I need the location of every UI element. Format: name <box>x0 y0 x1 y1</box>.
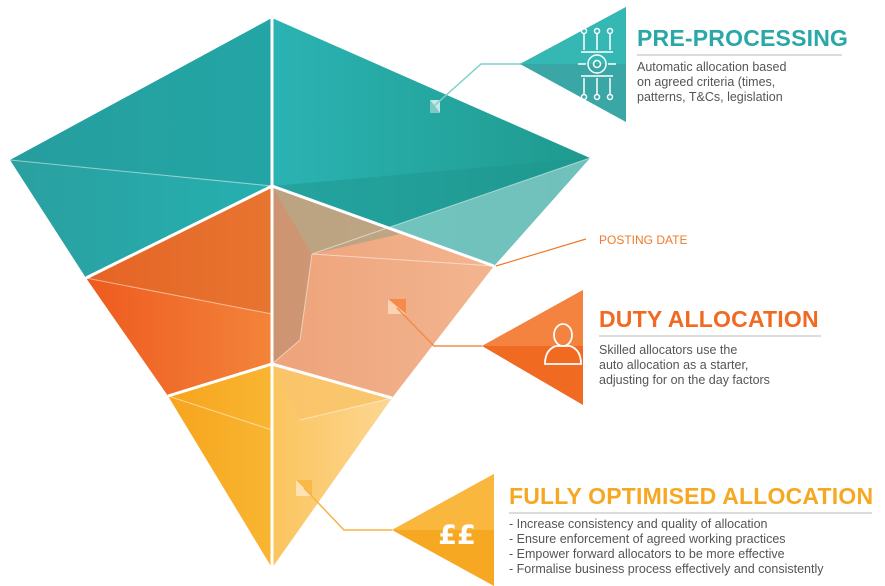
posting-date-label: POSTING DATE <box>599 233 688 247</box>
description-line: adjusting for on the day factors <box>599 373 770 387</box>
tier-mid-top-shade <box>272 186 400 254</box>
connector-duty-allocation <box>396 307 482 347</box>
stage-description-fully-optimised: - Increase consistency and quality of al… <box>509 517 824 577</box>
pounds-icon: ££ <box>438 520 476 551</box>
description-line: Automatic allocation based <box>637 60 787 74</box>
title-underline <box>637 54 842 56</box>
tier-fully-optimised <box>168 364 392 568</box>
description-line: - Formalise business process effectively… <box>509 562 824 576</box>
process-network-icon <box>578 27 616 101</box>
description-line: - Ensure enforcement of agreed working p… <box>509 532 786 546</box>
description-line: - Empower forward allocators to be more … <box>509 547 785 561</box>
title-underline <box>509 512 872 514</box>
tier-duty-allocation <box>86 186 494 398</box>
stage-title-fully-optimised: FULLY OPTIMISED ALLOCATION <box>509 483 874 509</box>
description-line: Skilled allocators use the <box>599 343 738 357</box>
callout-fully-optimised: ££ <box>392 474 494 586</box>
tier-mid-inner-shade <box>272 186 312 364</box>
description-line: patterns, T&Cs, legislation <box>637 90 783 104</box>
stage-title-pre-processing: PRE-PROCESSING <box>637 25 849 51</box>
description-line: on agreed criteria (times, <box>637 75 776 89</box>
person-icon <box>544 323 582 365</box>
description-line: - Increase consistency and quality of al… <box>509 517 768 531</box>
connector-fully-optimised <box>303 487 392 531</box>
tier-mid-left-upper-shade <box>86 186 272 314</box>
stage-title-duty-allocation: DUTY ALLOCATION <box>599 306 819 332</box>
posting-date-line <box>495 238 587 267</box>
title-underline <box>599 335 821 337</box>
tier-bottom-inner-shade <box>272 364 392 420</box>
description-line: auto allocation as a starter, <box>599 358 749 372</box>
tier-bottom-left-face <box>168 364 272 568</box>
tier-top-left-upper-shade <box>10 18 272 186</box>
callout-pre-processing <box>520 7 626 122</box>
stage-description-duty-allocation: Skilled allocators use the auto allocati… <box>599 343 770 388</box>
stage-description-pre-processing: Automatic allocation based on agreed cri… <box>637 60 786 105</box>
callout-duty-allocation <box>482 290 583 405</box>
